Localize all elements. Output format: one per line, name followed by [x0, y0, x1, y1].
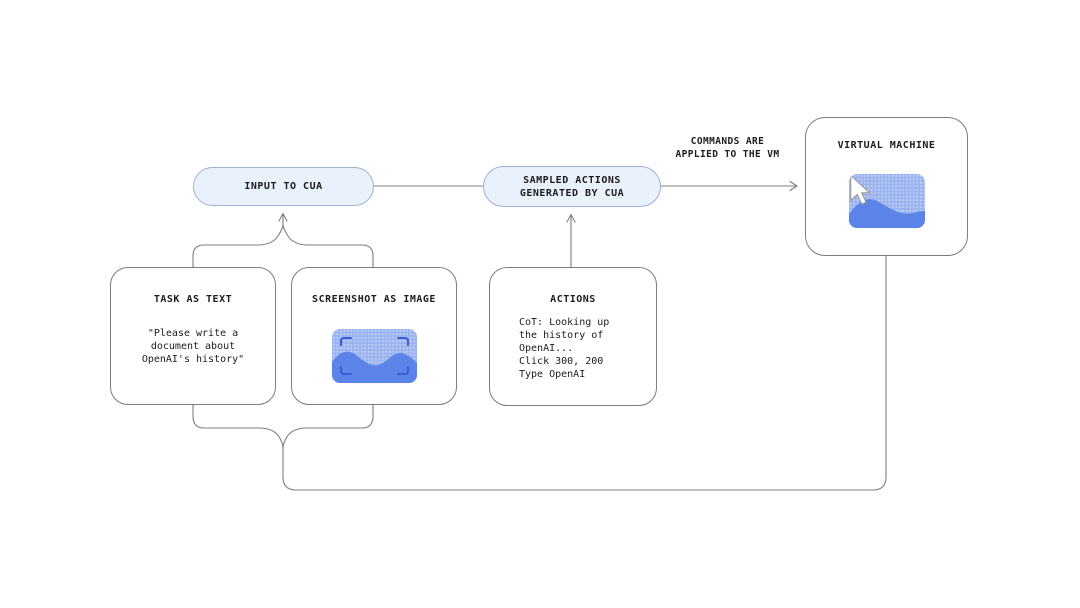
pill-sampled-label: SAMPLED ACTIONS GENERATED BY CUA [519, 174, 625, 199]
box-screenshot-as-image: SCREENSHOT AS IMAGE [291, 267, 457, 405]
task-quote-text: "Please write a document about OpenAI's … [141, 328, 245, 365]
pill-input-label: INPUT TO CUA [244, 181, 323, 192]
box-task-as-text: TASK AS TEXT "Please write a document ab… [110, 267, 276, 405]
mountain-icon [331, 351, 417, 383]
virtual-machine-title: VIRTUAL MACHINE [837, 140, 936, 151]
vm-screen-thumbnail [848, 174, 925, 228]
connector-task-bottom-merge [192, 404, 284, 449]
connector-feedback-loop-to-vm [282, 255, 887, 491]
actions-body-text: CoT: Looking up the history of OpenAI...… [519, 317, 610, 380]
arrowhead-to-input [278, 212, 288, 222]
connector-screenshot-top-merge [282, 224, 374, 268]
box-actions: ACTIONS CoT: Looking up the history of O… [489, 267, 657, 406]
connector-screenshot-bottom-merge [282, 404, 374, 449]
actions-title: ACTIONS [550, 294, 596, 305]
screenshot-thumbnail [331, 329, 417, 383]
screenshot-title: SCREENSHOT AS IMAGE [312, 294, 436, 305]
viewfinder-icon [339, 337, 409, 375]
pill-sampled-actions: SAMPLED ACTIONS GENERATED BY CUA [483, 166, 661, 207]
commands-applied-label: COMMANDS ARE APPLIED TO THE VM [675, 136, 780, 160]
arrowhead-to-sampled [566, 213, 576, 223]
task-title: TASK AS TEXT [153, 294, 233, 305]
cursor-icon [849, 174, 870, 205]
connector-task-top-merge [192, 224, 284, 268]
pill-input-to-cua: INPUT TO CUA [193, 167, 374, 206]
arrowhead-to-vm [789, 180, 798, 192]
box-virtual-machine: VIRTUAL MACHINE [805, 117, 968, 256]
mountain-icon [848, 199, 925, 228]
